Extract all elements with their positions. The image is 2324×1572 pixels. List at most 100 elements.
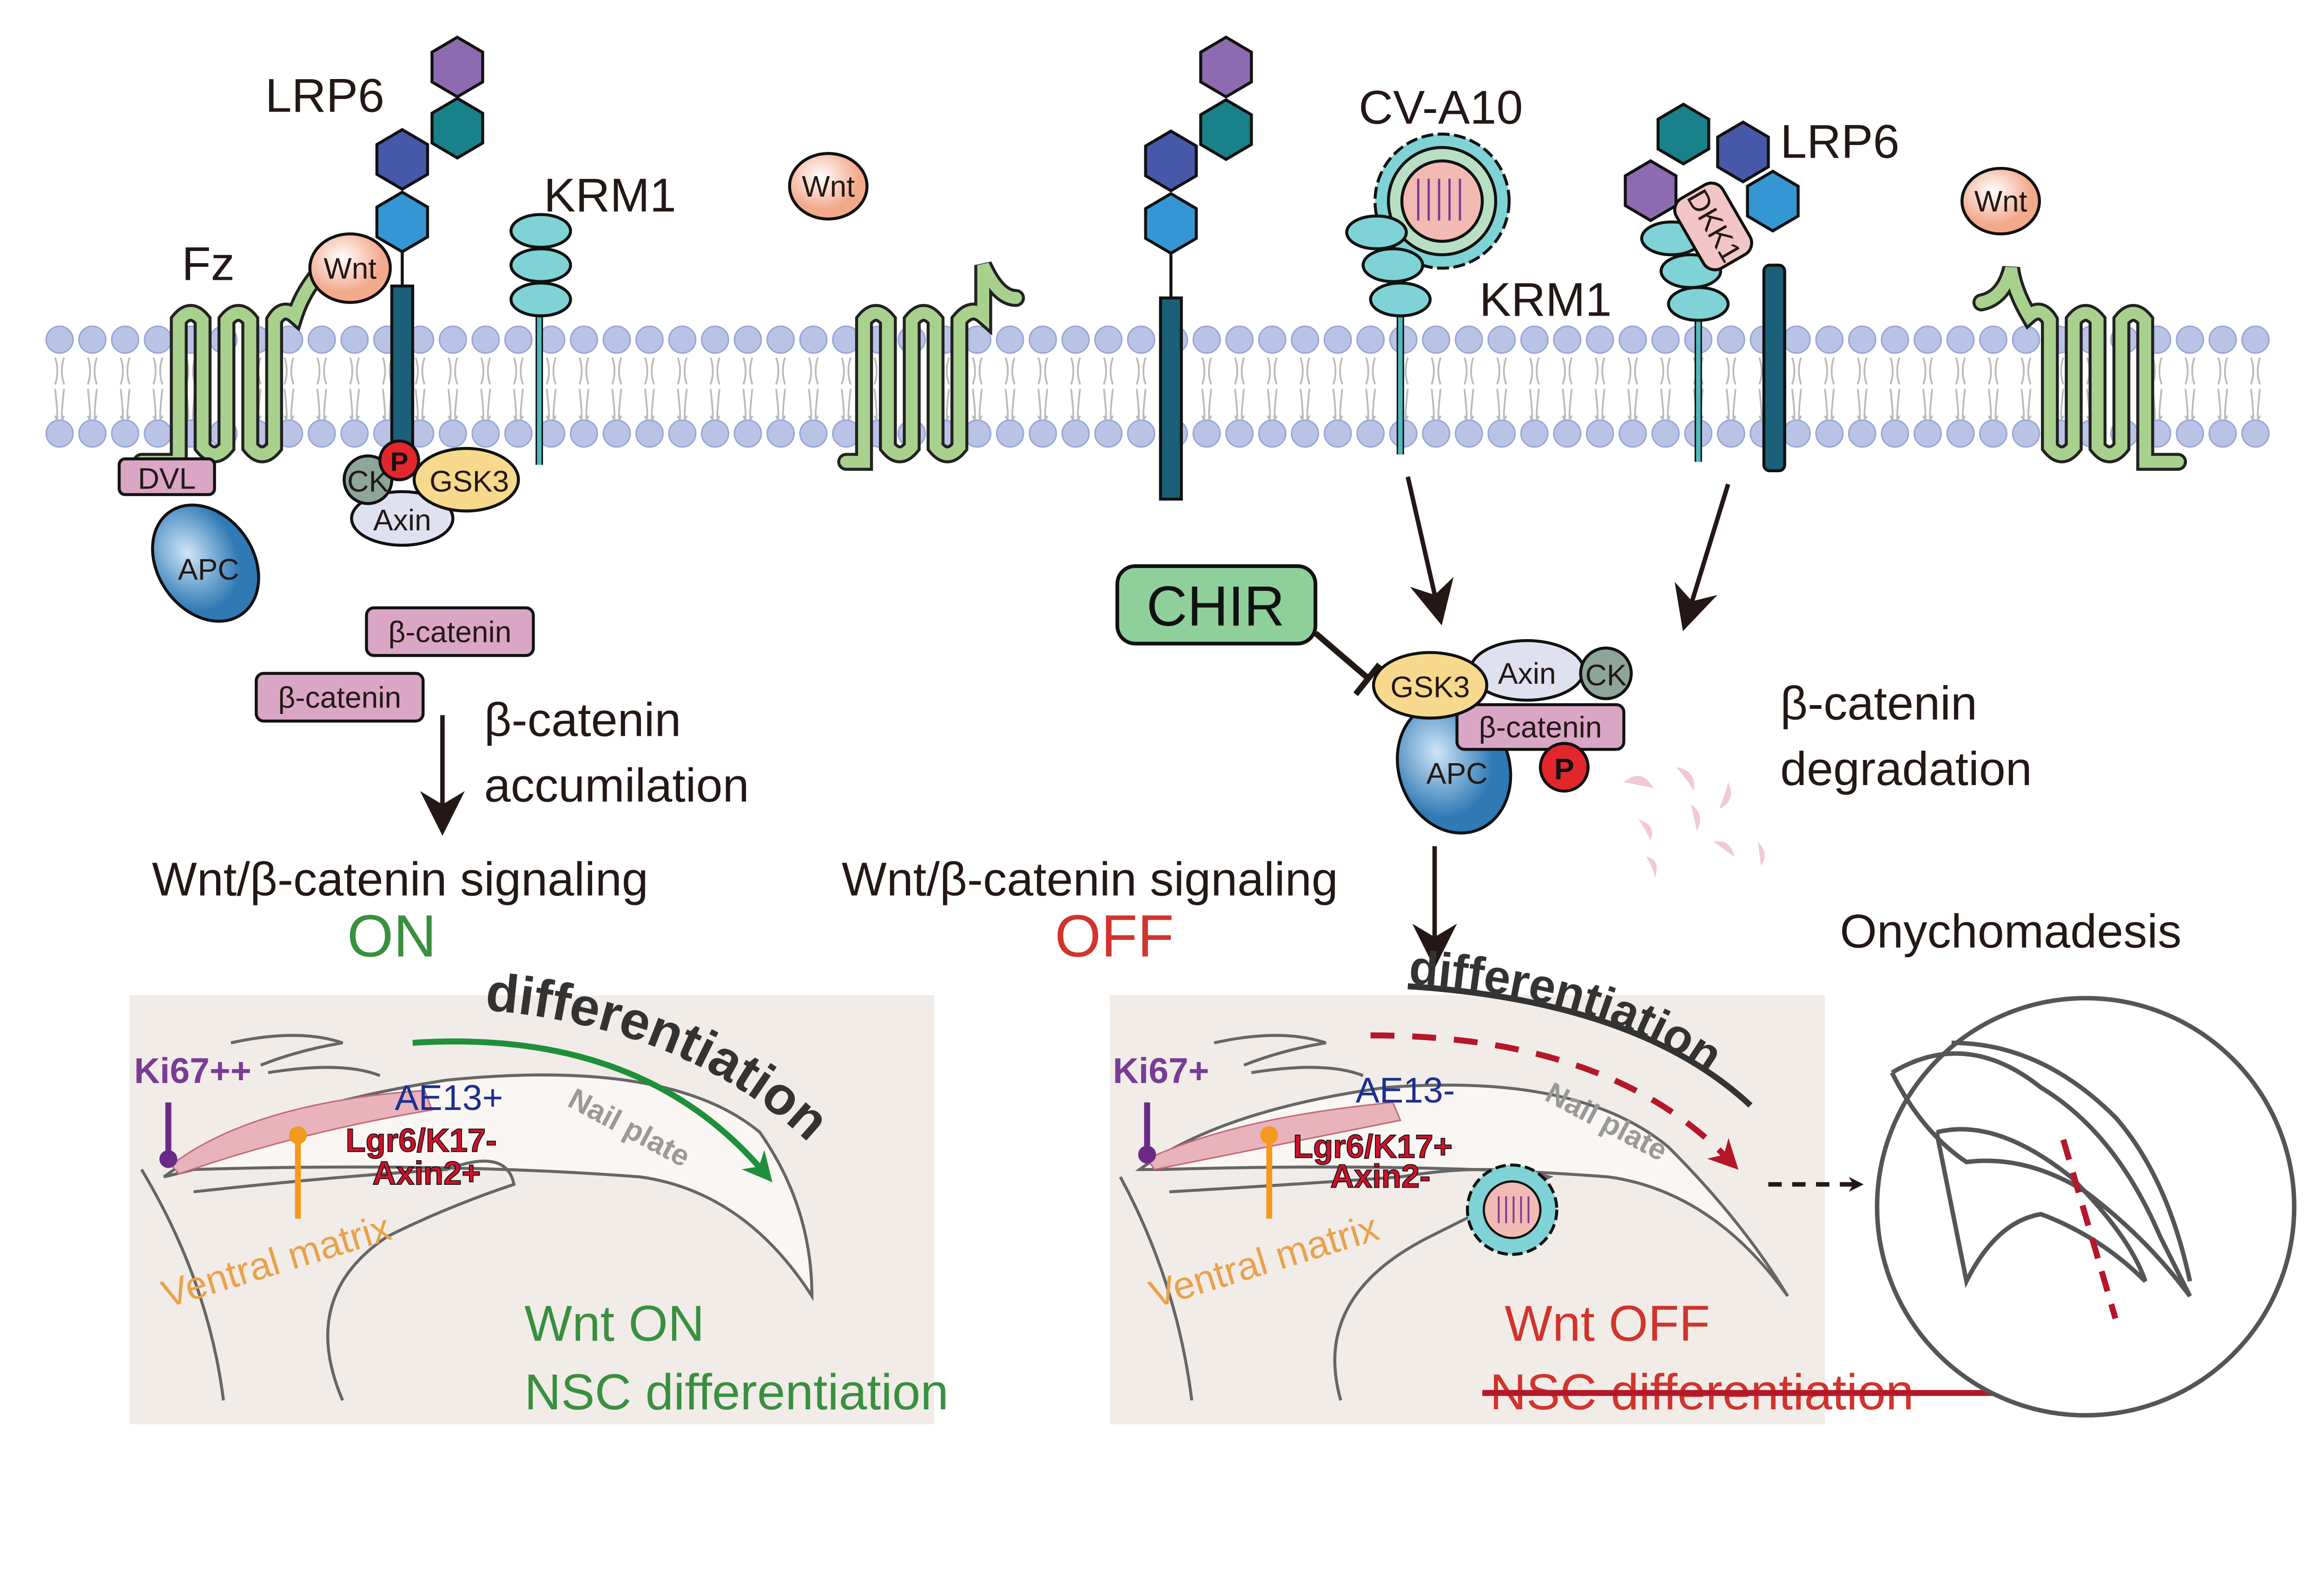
lrp6-label: LRP6 (265, 68, 385, 122)
lipid-head (1061, 325, 1090, 354)
lipid-head (799, 419, 828, 448)
lipid-tail (1988, 357, 1999, 385)
lipid-head (504, 419, 533, 448)
lipid-tail (316, 389, 327, 420)
lipid-head (340, 419, 369, 448)
wnt-ligand-free-2 (1960, 166, 2041, 236)
lipid-tail (87, 389, 98, 420)
nail-panel-on (129, 995, 934, 1425)
lipid-tail (1234, 357, 1245, 385)
lipid-tail (677, 389, 688, 420)
dvl-label: DVL (138, 462, 196, 495)
apc-protein-left (151, 503, 260, 623)
cell-membrane (45, 325, 2270, 448)
lipid-head (569, 419, 598, 448)
lipid-tail (1594, 357, 1605, 385)
lipid-head (1323, 325, 1352, 354)
hexagon-navy (375, 128, 429, 191)
fz-receptor-left (132, 247, 344, 471)
lipid-head (635, 419, 664, 448)
lipid-head (602, 419, 631, 448)
lipid-tail (677, 357, 688, 385)
lipid-tail (447, 357, 458, 385)
lipid-head (1651, 325, 1680, 354)
lipid-head (1553, 325, 1582, 354)
lipid-head (1225, 325, 1254, 354)
lipid-head (1192, 419, 1221, 448)
lipid-tail (1136, 389, 1147, 420)
lgr6-label-off: Lgr6/K17+ (1293, 1128, 1452, 1164)
lipid-tail (1463, 357, 1474, 385)
lipid-tail (840, 389, 852, 420)
lipid-head (1913, 325, 1942, 354)
lipid-head (668, 325, 697, 354)
lipid-tail (1725, 389, 1736, 420)
lipid-head (1946, 325, 1975, 354)
lipid-tail (578, 357, 589, 385)
wnt-ligand-free-1 (788, 152, 869, 221)
axin2-label-on: Axin2+ (372, 1155, 481, 1191)
lipid-head (471, 419, 500, 448)
hexagon-blue (375, 190, 429, 254)
lipid-tail (1889, 389, 1901, 420)
axin2-label-off: Axin2- (1330, 1157, 1430, 1194)
phosphate-label-left: P (390, 447, 408, 477)
ae13-label-off: AE13- (1356, 1070, 1455, 1110)
lipid-tail (546, 389, 557, 420)
beta-catenin-1 (365, 606, 535, 657)
lipid-tail (1627, 389, 1638, 420)
lipid-head (1585, 325, 1614, 354)
lipid-tail (2217, 357, 2228, 385)
lrp6-dkk1-krm1-complex (1624, 102, 1800, 473)
lipid-head (504, 325, 533, 354)
lipid-head (438, 419, 467, 448)
signaling-state-off: OFF (1055, 903, 1174, 970)
lipid-tail (2020, 389, 2032, 420)
ck-protein-complex (1579, 647, 1633, 700)
lipid-head (1815, 325, 1844, 354)
nail-panel-off (1109, 995, 1825, 1425)
lipid-head (701, 419, 729, 448)
lipid-head (1881, 419, 1909, 448)
chir-label: CHIR (1147, 575, 1285, 638)
lipid-tail (1463, 389, 1474, 420)
lipid-head (1356, 325, 1385, 354)
lipid-head (1258, 325, 1287, 354)
lipid-head (340, 325, 369, 354)
lipid-head (111, 325, 139, 354)
lipid-head (766, 325, 795, 354)
lipid-tail (644, 357, 655, 385)
wnt-label-free-1: Wnt (802, 170, 855, 203)
lipid-head (2012, 325, 2040, 354)
fz-receptor-middle (837, 261, 1025, 471)
lipid-tail (1824, 357, 1835, 385)
lipid-tail (808, 357, 819, 385)
lipid-head (1454, 325, 1483, 354)
lipid-head (307, 419, 336, 448)
degradation-text-2: degradation (1780, 742, 2032, 795)
lipid-head (1553, 419, 1582, 448)
hexagon-teal (430, 96, 484, 160)
lipid-head (2176, 325, 2204, 354)
lipid-tail (284, 357, 295, 385)
lipid-head (1029, 325, 1057, 354)
lipid-head (1192, 325, 1221, 354)
beta-catenin-complex (1455, 703, 1625, 751)
apc-label-left: APC (178, 553, 239, 586)
lipid-head (1946, 419, 1975, 448)
lipid-head (766, 419, 795, 448)
lipid-head (1717, 419, 1745, 448)
ki67-label-off: Ki67+ (1113, 1051, 1209, 1091)
lipid-tail (546, 357, 557, 385)
lipid-tail (1627, 357, 1638, 385)
lipid-tail (611, 357, 622, 385)
lipid-tail (316, 357, 327, 385)
wnt-pathway-diagram: LRP6 KRM1 Fz Wnt DVL APC Axin CK GSK3 P … (45, 35, 2297, 1425)
krm1-label: KRM1 (544, 168, 676, 222)
accumulation-text-2: accumilation (484, 758, 749, 812)
lipid-tail (2217, 389, 2228, 420)
wnt-label-free-2: Wnt (1974, 185, 2027, 218)
lipid-tail (1725, 357, 1736, 385)
lipid-tail (1529, 389, 1540, 420)
hexagon-purple (430, 35, 484, 99)
